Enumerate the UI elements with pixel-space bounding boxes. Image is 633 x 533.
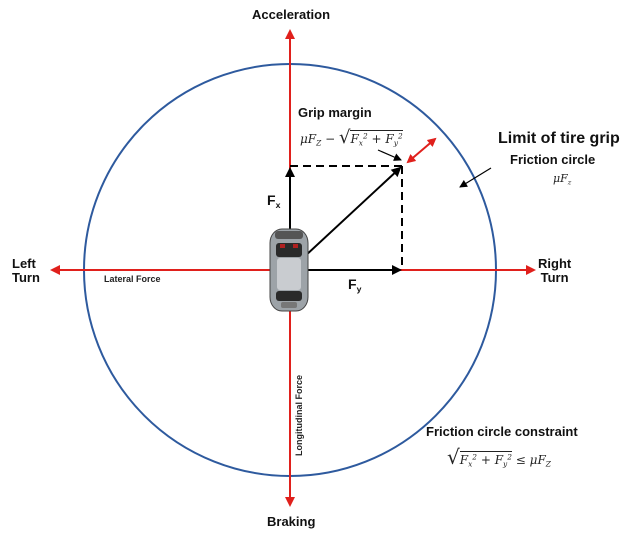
fy-label: Fy <box>348 277 361 294</box>
lateral-force-label: Lateral Force <box>104 274 161 284</box>
grip-sqrt-sign: √ <box>338 127 351 148</box>
friction-circle-pointer <box>459 167 492 188</box>
grip-margin-formula: μFZ − √Fx2 + Fy2 <box>300 127 403 148</box>
constraint-leq-sub: Z <box>545 459 551 469</box>
grip-minus: − <box>321 132 339 146</box>
acceleration-label: Acceleration <box>252 7 331 22</box>
constraint-leq: ≤ μF <box>511 453 546 467</box>
braking-label: Braking <box>267 514 316 529</box>
constraint-sqrt-sign: √ <box>447 445 460 469</box>
grip-margin-title: Grip margin <box>298 105 372 120</box>
grip-margin-arrow <box>406 137 437 164</box>
grip-mu-fz: μF <box>300 132 317 146</box>
constraint-sqrt-content: Fx2 + Fy2 <box>459 451 512 469</box>
grip-sqrt-content: Fx2 + Fy2 <box>350 130 403 148</box>
limit-mu-fz: μF <box>553 172 568 185</box>
grip-mu-fz-sub: Z <box>316 138 322 148</box>
left-turn-label: Left Turn <box>12 256 40 285</box>
constraint-formula: √Fx2 + Fy2 ≤ μFZ <box>447 445 551 469</box>
limit-formula: μFz <box>553 172 571 186</box>
limit-title: Limit of tire grip <box>498 130 620 147</box>
constraint-title: Friction circle constraint <box>426 424 578 439</box>
fy-subscript: y <box>356 284 362 295</box>
limit-mu-fz-sub: z <box>567 178 572 187</box>
right-turn-label: Right Turn <box>538 256 572 285</box>
grip-formula-pointer <box>377 149 402 161</box>
limit-subtitle: Friction circle <box>510 152 596 167</box>
car-icon <box>269 228 309 312</box>
longitudinal-force-label: Longitudinal Force <box>294 375 304 456</box>
fx-letter: F <box>267 192 276 208</box>
fx-label: Fx <box>267 193 280 210</box>
fy-letter: F <box>348 276 357 292</box>
fx-subscript: x <box>275 200 281 211</box>
